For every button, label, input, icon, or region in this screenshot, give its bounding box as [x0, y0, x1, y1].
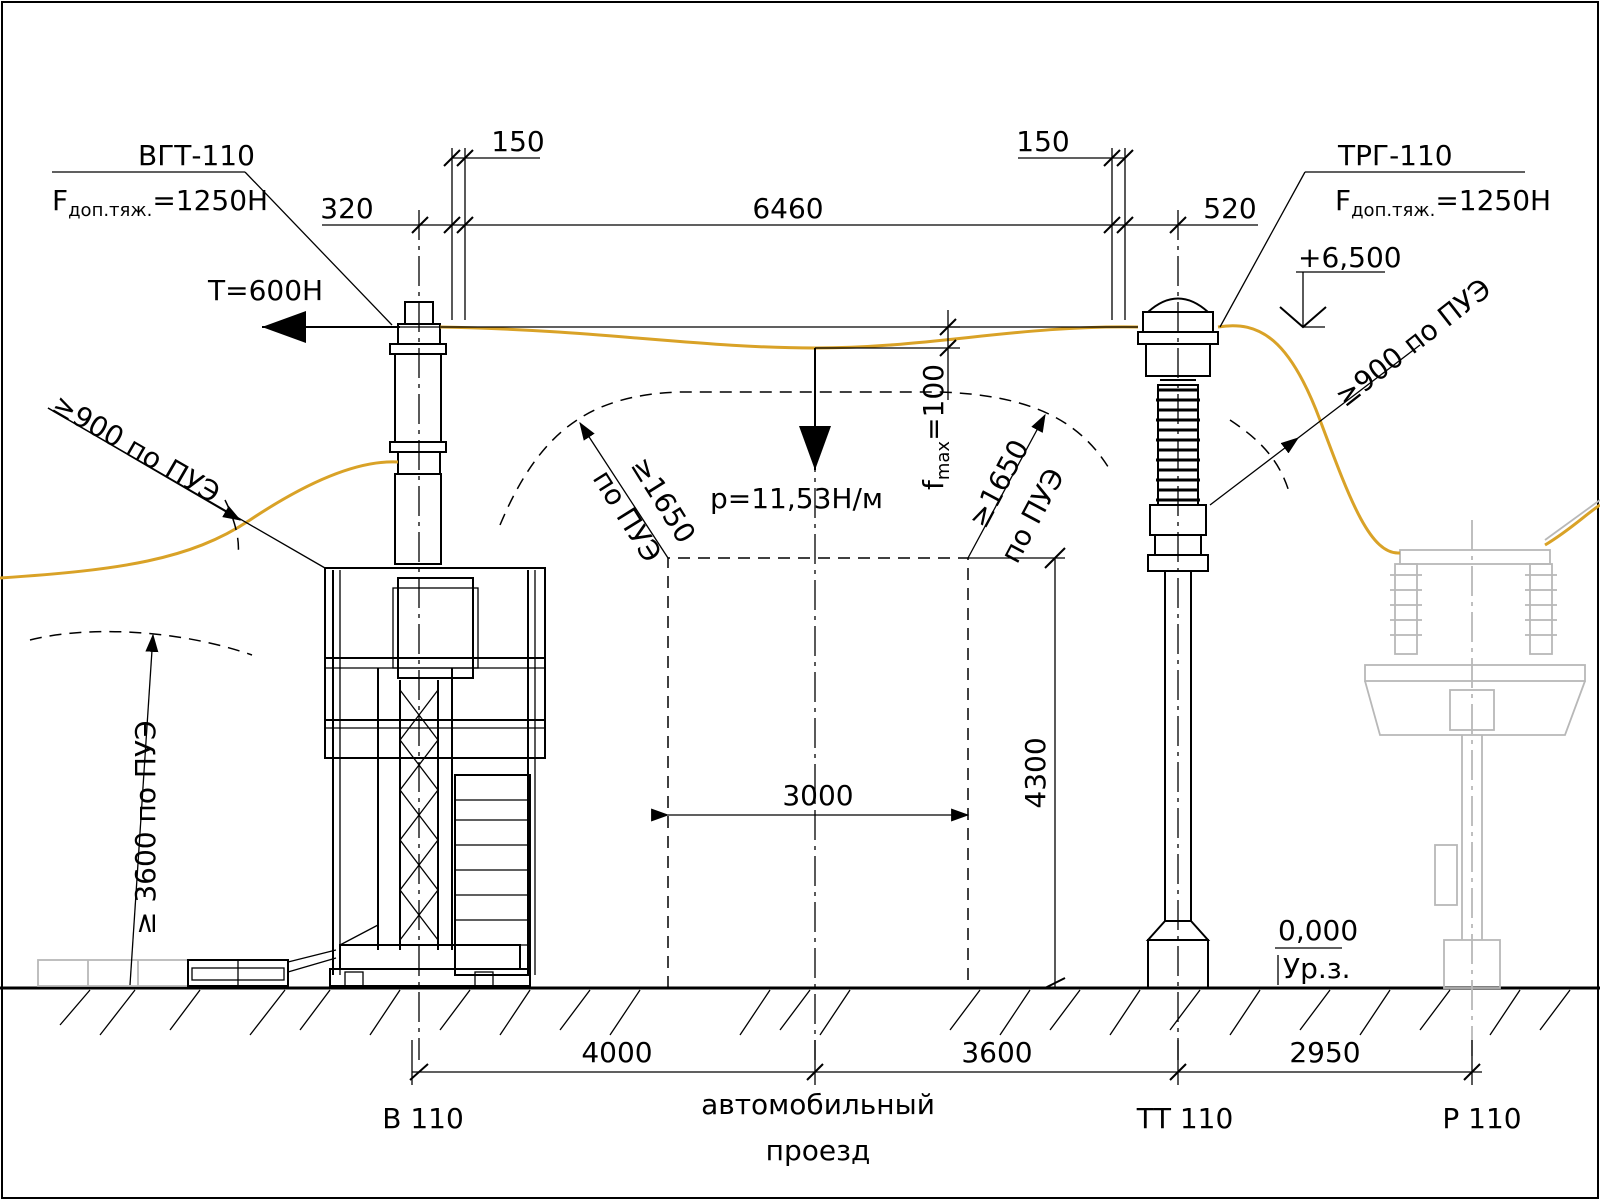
dim-3000: 3000	[651, 779, 970, 822]
dim-2950-text: 2950	[1289, 1036, 1360, 1069]
dim-150-right-text: 150	[1016, 125, 1069, 158]
clearance-envelopes	[29, 391, 1291, 656]
clearance-left-900: ≥900 по ПУЭ	[47, 387, 326, 569]
dim-520-text: 520	[1203, 192, 1256, 225]
axis-b110-text: В 110	[382, 1102, 464, 1135]
circuit-breaker-vgt110	[324, 210, 546, 1060]
road-caption-line1: автомобильный	[701, 1088, 935, 1121]
dim-sag: fmax=100	[815, 310, 960, 490]
clearance-left-1650: ≥1650 по ПУЭ	[579, 421, 702, 568]
dim-3600-text: 3600	[961, 1036, 1032, 1069]
level-top: +6,500	[1279, 241, 1402, 329]
axis-p110-text: Р 110	[1442, 1102, 1521, 1135]
level-ground-text: 0,000	[1278, 914, 1358, 947]
clearance-vertical-3600-text: ≥ 3600 по ПУЭ	[129, 720, 162, 935]
ground-line	[0, 986, 1600, 1036]
breaker-label: ВГТ-110 Fдоп.тяж.=1250Н	[52, 139, 393, 326]
clearance-vertical-3600: ≥ 3600 по ПУЭ	[129, 633, 162, 986]
clearance-right-1650: ≥1650 по ПУЭ	[962, 413, 1071, 568]
dim-chain-top: 150 150 320 6460 520	[320, 125, 1258, 320]
ct-label: ТРГ-110 Fдоп.тяж.=1250Н	[1219, 139, 1551, 328]
clearance-left-900-text: ≥900 по ПУЭ	[47, 387, 226, 509]
level-ground: 0,000 Ур.з.	[1275, 914, 1358, 985]
road-clearance-gauge	[667, 350, 1065, 1060]
sag-text: fmax=100	[917, 364, 954, 490]
dim-320-text: 320	[320, 192, 373, 225]
breaker-force-text: Fдоп.тяж.=1250Н	[52, 184, 268, 221]
tension-text: Т=600Н	[207, 274, 323, 307]
dim-4300-text: 4300	[1019, 737, 1052, 808]
ct-name-text: ТРГ-110	[1337, 139, 1453, 172]
dim-6460-text: 6460	[752, 192, 823, 225]
disconnector-p110	[1364, 499, 1600, 1060]
road-caption-line2: проезд	[766, 1134, 871, 1167]
axis-tt110-text: ТТ 110	[1136, 1102, 1234, 1135]
dim-4000-text: 4000	[581, 1036, 652, 1069]
current-transformer-trg110	[1137, 210, 1219, 1060]
conductors	[0, 324, 1600, 580]
dim-3000-text: 3000	[782, 779, 853, 812]
dim-4300: 4300	[1019, 547, 1066, 989]
ground-label-text: Ур.з.	[1283, 952, 1351, 985]
level-top-text: +6,500	[1298, 241, 1402, 274]
dim-chain-bottom: 4000 3600 2950	[409, 1036, 1482, 1085]
clearance-right-900: ≥900 по ПУЭ	[1209, 272, 1497, 506]
distributed-load-text: p=11,53Н/м	[710, 482, 883, 515]
cable-tray	[37, 949, 337, 987]
breaker-name-text: ВГТ-110	[138, 139, 255, 172]
ct-force-text: Fдоп.тяж.=1250Н	[1335, 184, 1551, 221]
dim-150-left-text: 150	[491, 125, 544, 158]
clearance-right-900-text: ≥900 по ПУЭ	[1329, 272, 1497, 414]
